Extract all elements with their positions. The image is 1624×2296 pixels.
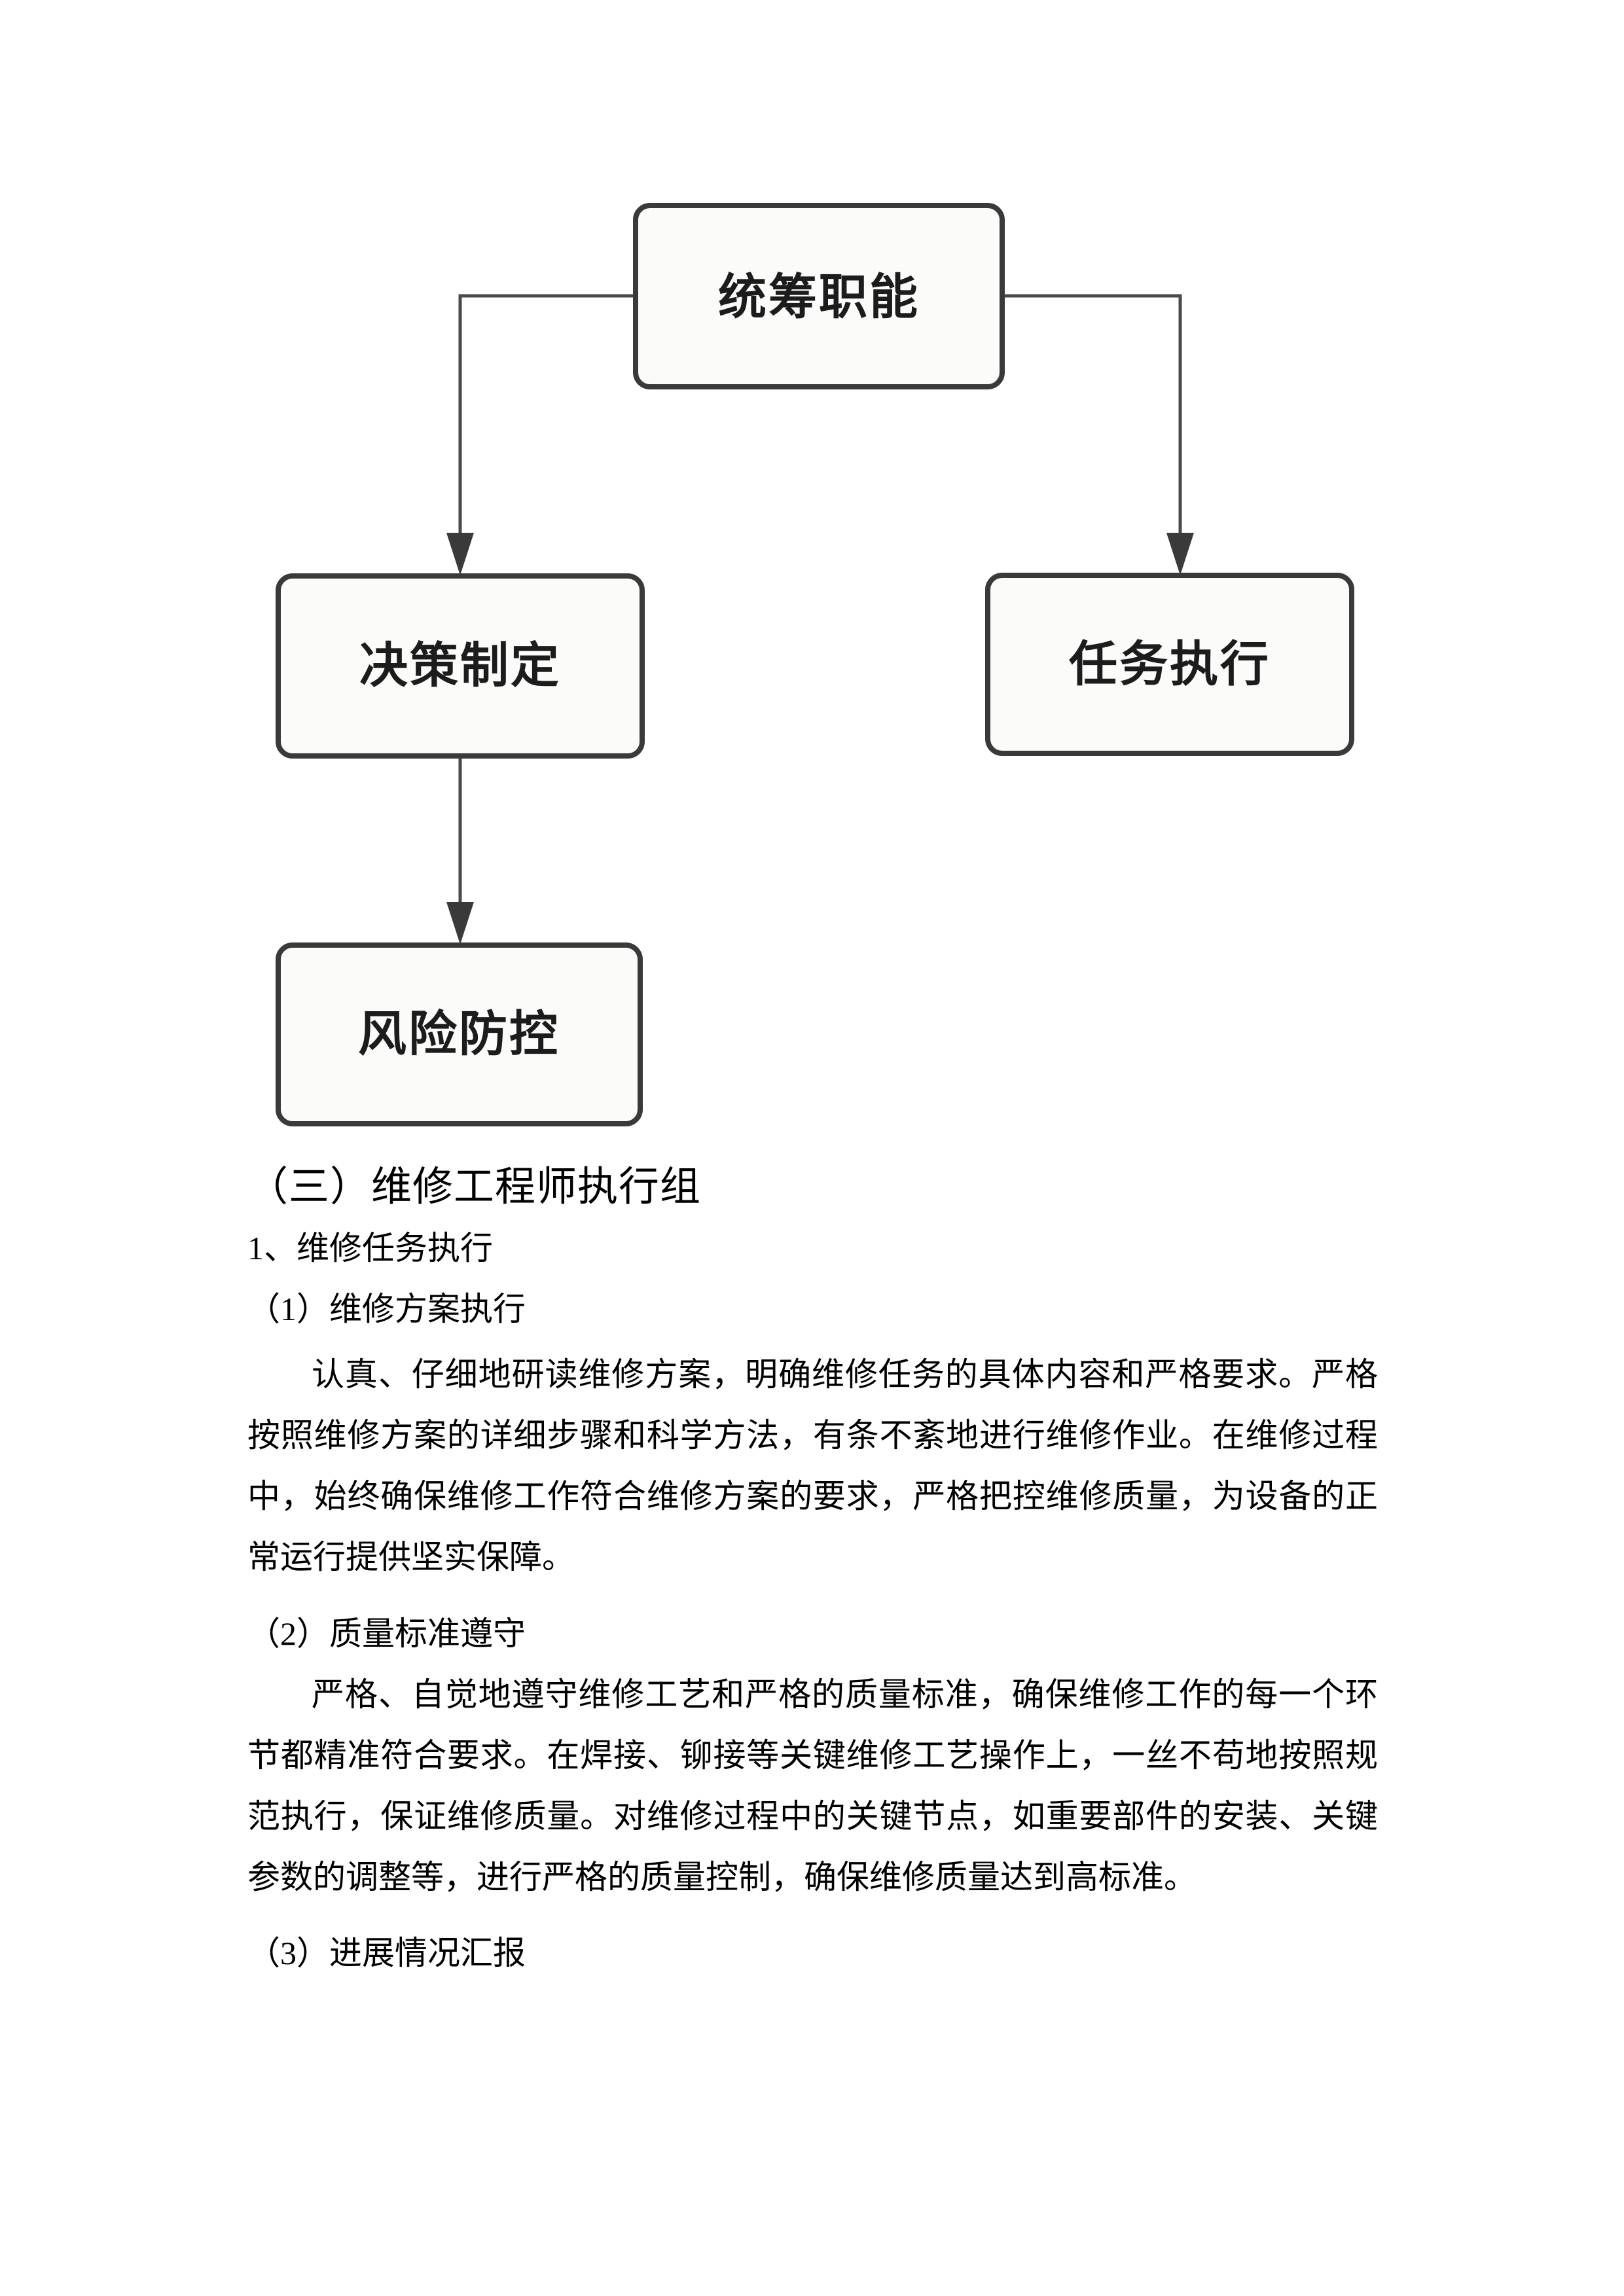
flow-node-label: 任务执行 bbox=[1069, 638, 1271, 692]
flow-node-box bbox=[276, 573, 645, 759]
item-heading-3: （3）进展情况汇报 bbox=[247, 1935, 526, 1971]
subsection-heading: 1、维修任务执行 bbox=[247, 1230, 493, 1266]
flow-node-label: 决策制定 bbox=[359, 639, 561, 693]
flow-node-decision: 决策制定 bbox=[276, 573, 645, 759]
paragraph-line: 范执行，保证维修质量。对维修过程中的关键节点，如重要部件的安装、关键 bbox=[247, 1798, 1378, 1835]
flow-node-box bbox=[276, 942, 643, 1126]
arrow-down-icon bbox=[446, 902, 474, 944]
paragraph-line: 常运行提供坚实保障。 bbox=[247, 1539, 575, 1575]
paragraph-line: 参数的调整等，进行严格的质量控制，确保维修质量达到高标准。 bbox=[247, 1859, 1197, 1895]
flow-node-coordination: 统筹职能 bbox=[633, 203, 1005, 389]
paragraph-line: 中，始终确保维修工作符合维修方案的要求，严格把控维修质量，为设备的正 bbox=[247, 1478, 1378, 1515]
flow-node-label: 风险防控 bbox=[358, 1008, 560, 1062]
flow-node-box bbox=[985, 573, 1354, 756]
flow-node-risk: 风险防控 bbox=[276, 942, 643, 1126]
section-heading: （三）维修工程师执行组 bbox=[247, 1165, 702, 1210]
arrow-down-icon bbox=[1166, 533, 1194, 575]
flowchart: 统筹职能 决策制定 任务执行 风险防控 bbox=[276, 203, 1354, 1126]
edge-coordination-decision bbox=[458, 294, 636, 534]
item-heading-2: （2）质量标准遵守 bbox=[247, 1615, 526, 1652]
flow-node-box bbox=[633, 203, 1005, 389]
flow-node-label: 统筹职能 bbox=[718, 271, 920, 325]
flow-node-execution: 任务执行 bbox=[985, 573, 1354, 756]
paragraph-line: 认真、仔细地研读维修方案，明确维修任务的具体内容和严格要求。严格 bbox=[312, 1356, 1378, 1393]
paragraph-line: 严格、自觉地遵守维修工艺和严格的质量标准，确保维修工作的每一个环 bbox=[312, 1676, 1378, 1713]
paragraph-line: 节都精准符合要求。在焊接、铆接等关键维修工艺操作上，一丝不苟地按照规 bbox=[247, 1737, 1378, 1774]
edge-coordination-execution bbox=[1002, 294, 1182, 534]
paragraph-line: 按照维修方案的详细步骤和科学方法，有条不紊地进行维修作业。在维修过程 bbox=[247, 1417, 1378, 1454]
arrow-down-icon bbox=[446, 533, 474, 575]
item-heading-1: （1）维修方案执行 bbox=[247, 1291, 526, 1327]
text-content: （三）维修工程师执行组 1、维修任务执行 （1）维修方案执行 认真、仔细地研读维… bbox=[247, 1157, 1378, 1984]
